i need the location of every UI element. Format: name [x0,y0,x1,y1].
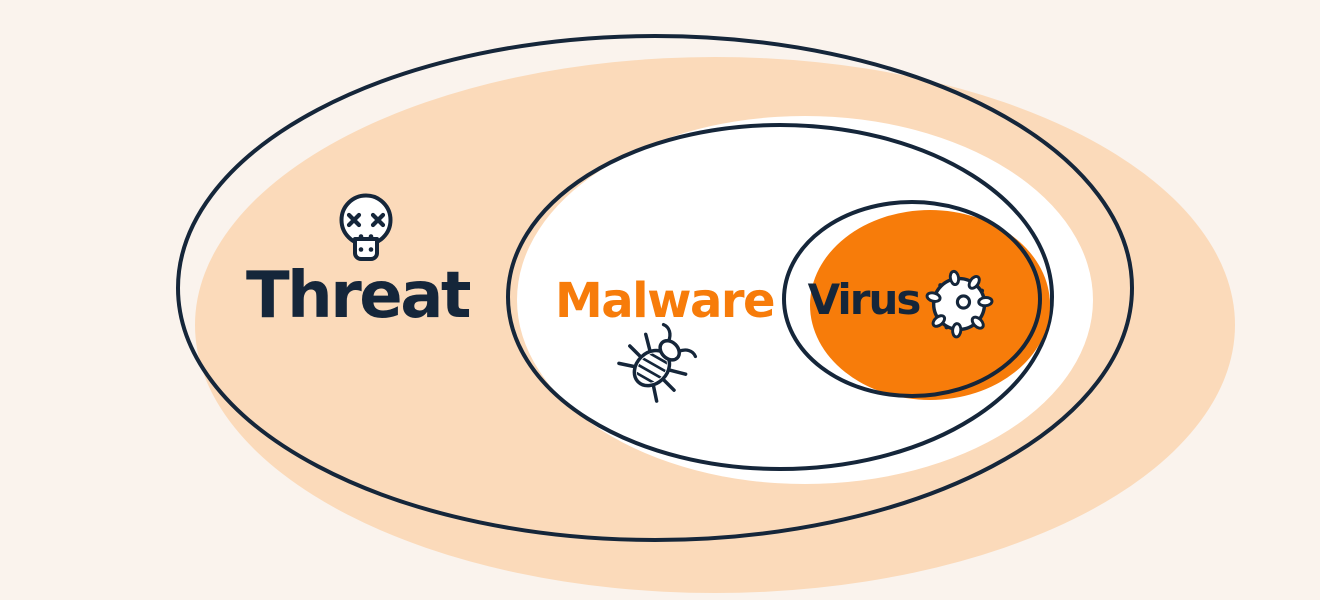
virus-set-label: Virus [807,275,922,324]
virus-set-fill [810,210,1050,400]
virus-icon [925,269,994,339]
malware-set-label: Malware [555,273,776,329]
skull-icon [339,193,393,261]
bug-icon [617,322,698,403]
virus-set-outline [782,200,1042,398]
malware-set-outline [506,123,1054,471]
threat-set-label: Threat [246,259,471,333]
threat-set-outline [176,34,1134,542]
